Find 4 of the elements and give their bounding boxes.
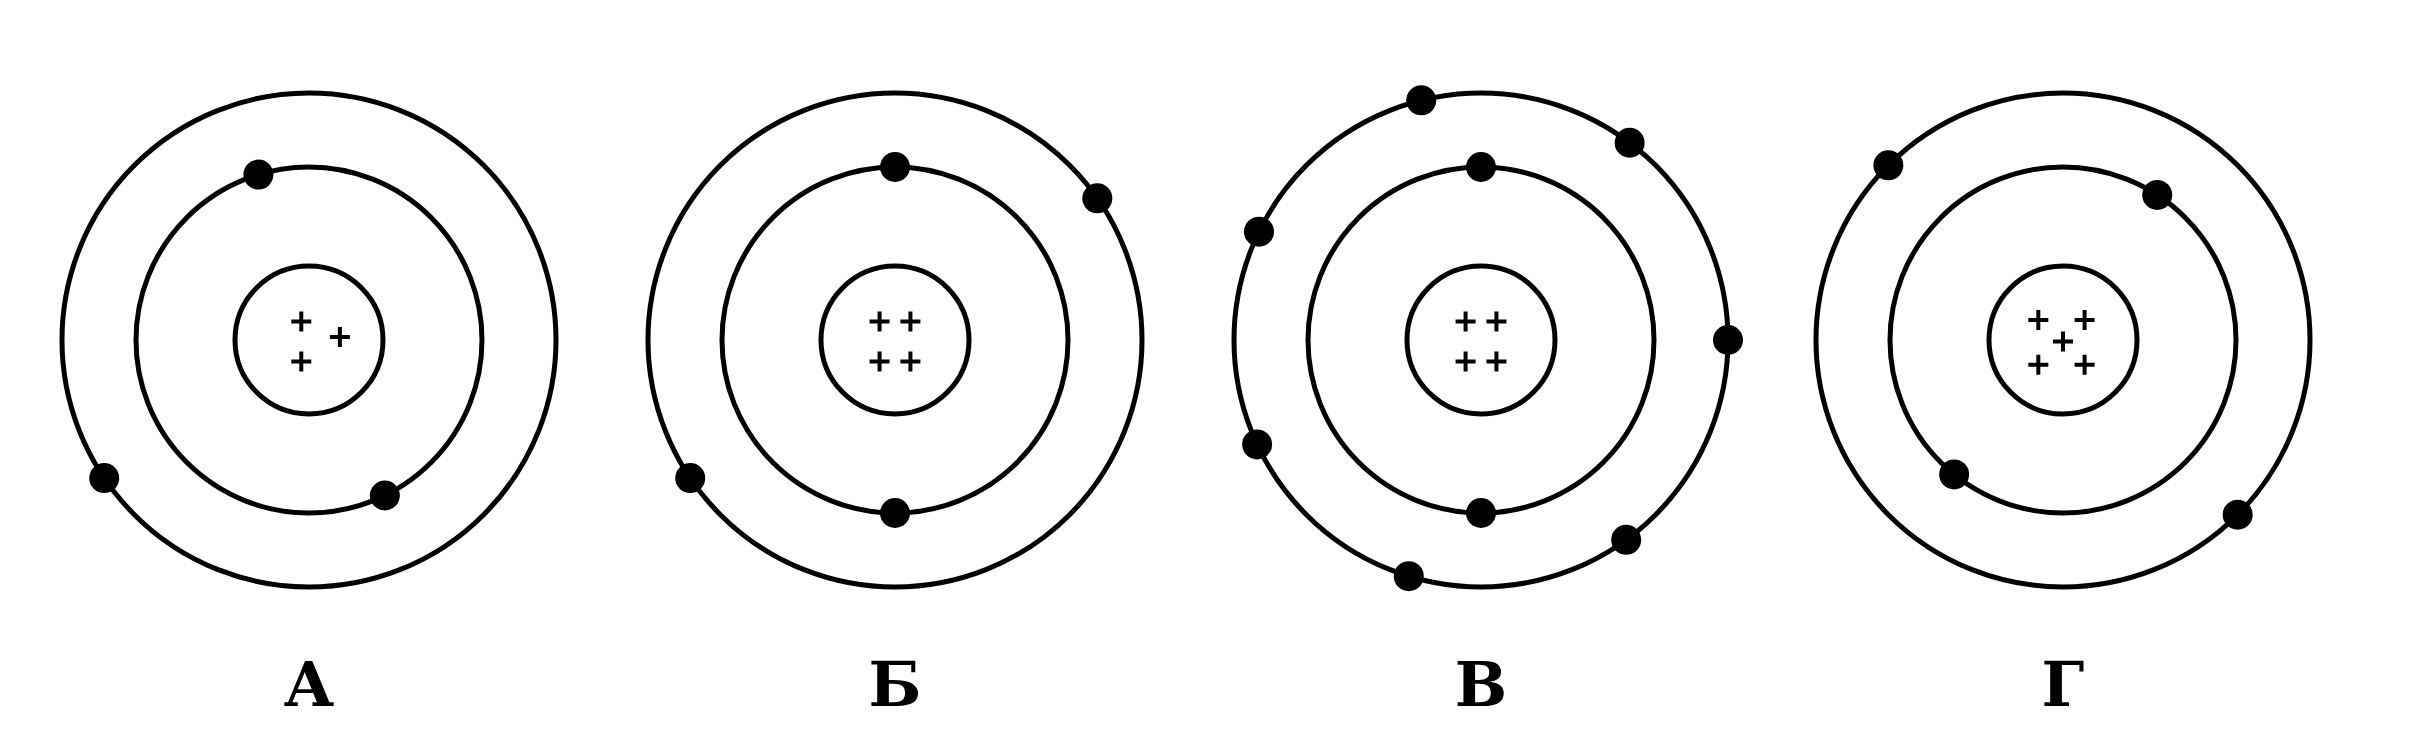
caption-letter: Б bbox=[868, 650, 922, 720]
caption-letter: А bbox=[283, 650, 335, 720]
caption-letter: Г bbox=[2041, 650, 2085, 720]
caption-letter: В bbox=[1454, 650, 1508, 720]
